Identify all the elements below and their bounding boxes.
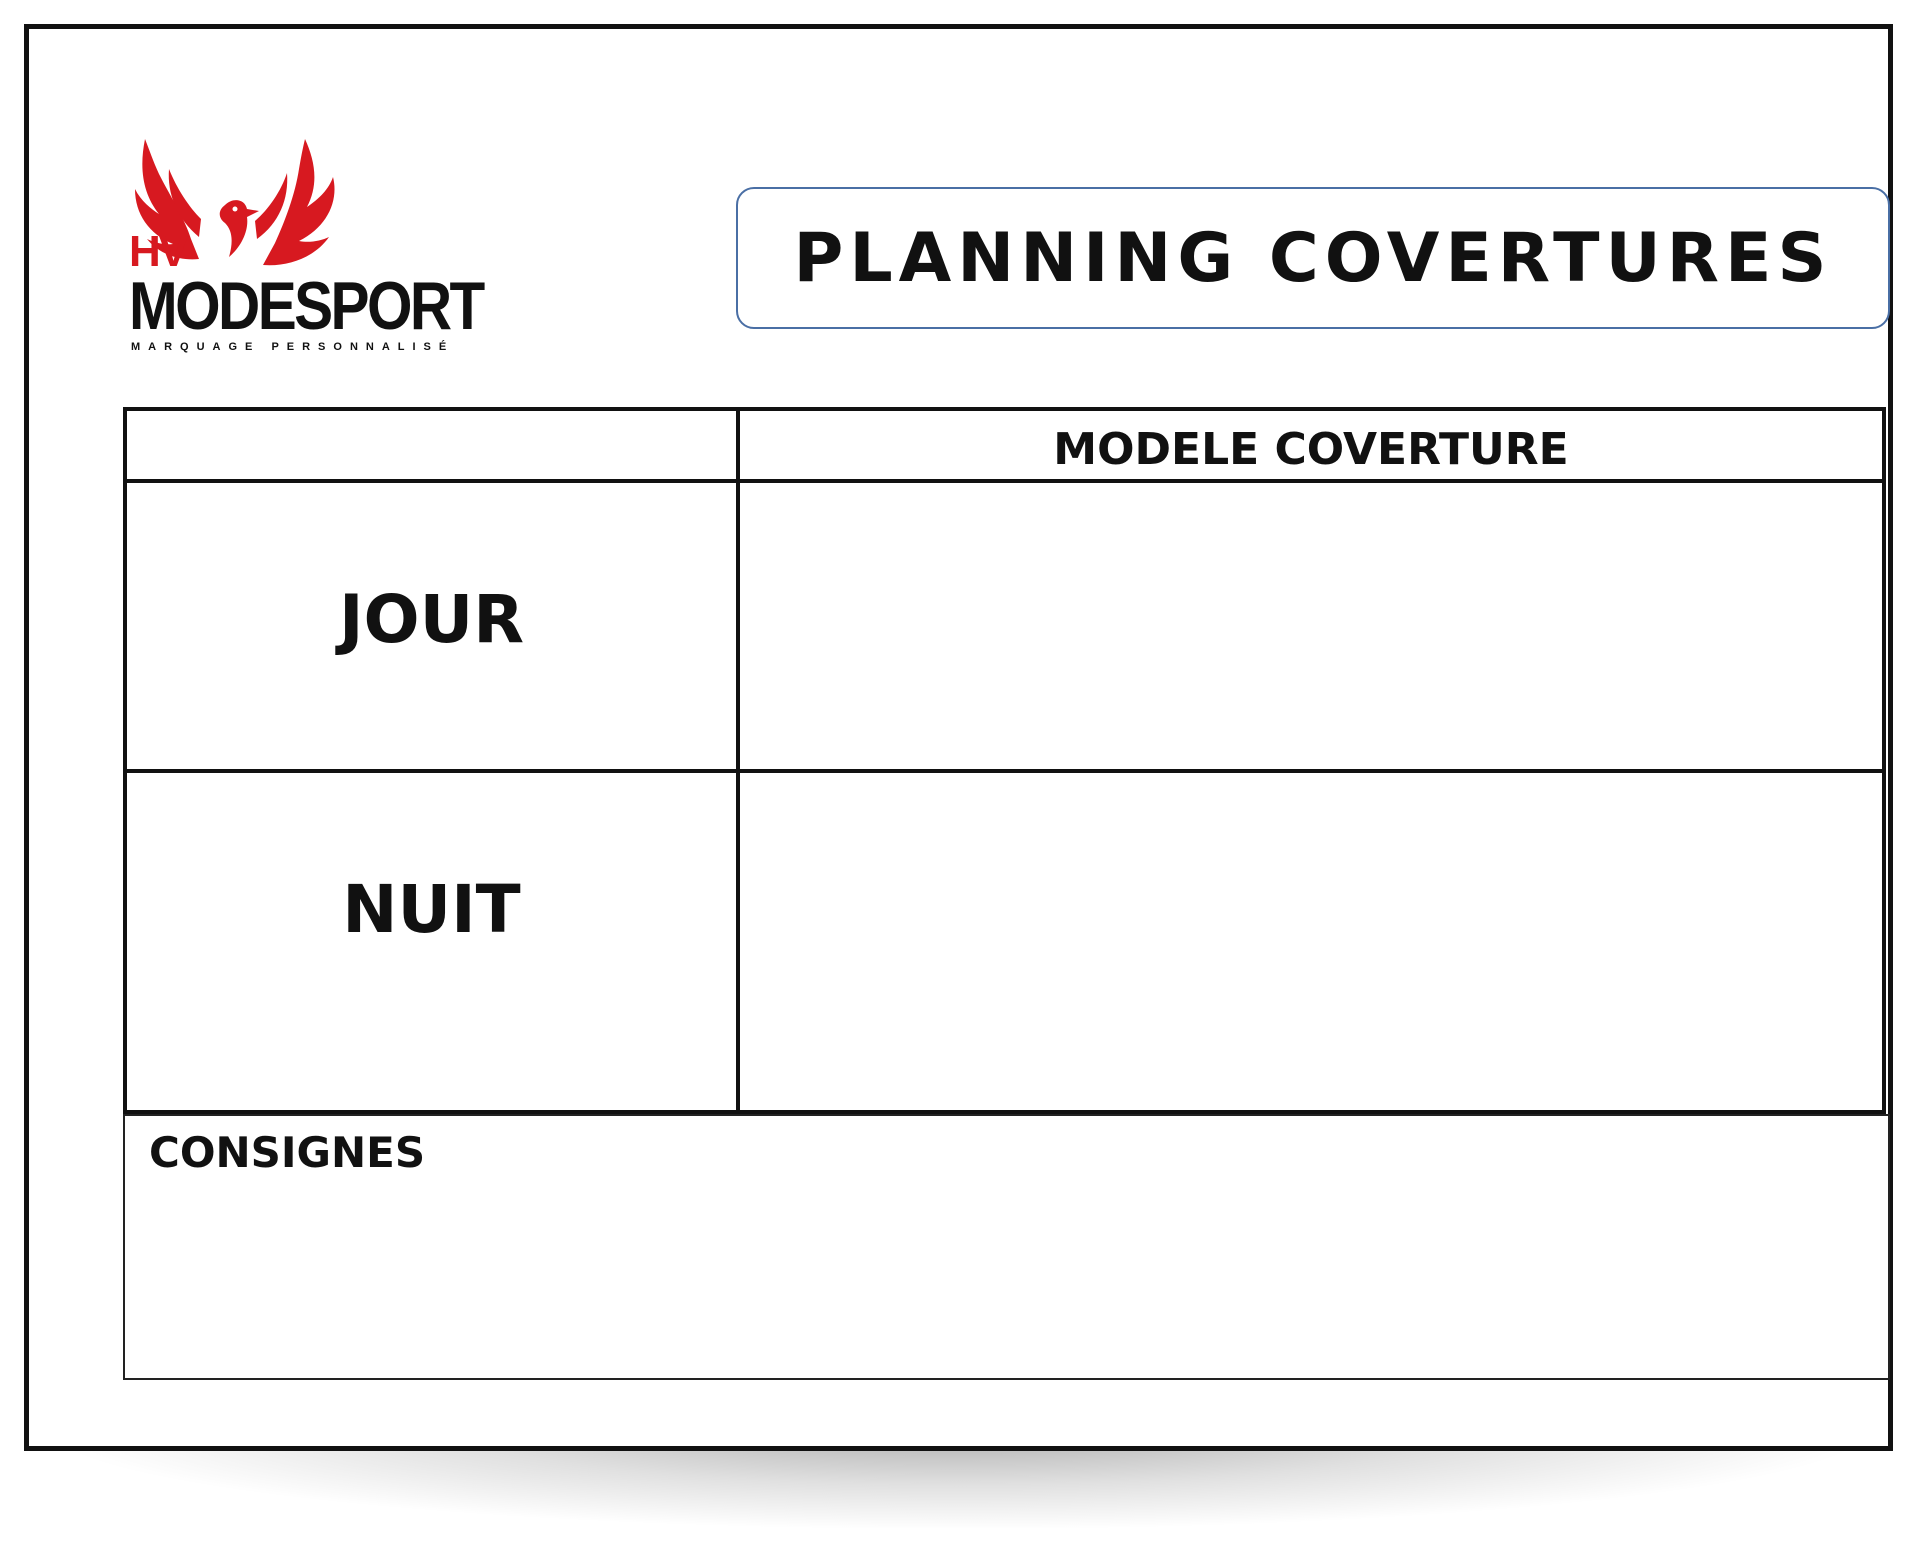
phoenix-icon bbox=[135, 139, 335, 266]
planning-board: HV MODESPORT MARQUAGE PERSONNALISÉ PLANN… bbox=[24, 24, 1893, 1451]
brand-logo: HV MODESPORT MARQUAGE PERSONNALISÉ bbox=[129, 139, 485, 359]
row-label-jour: JOUR bbox=[338, 581, 525, 658]
logo-initials: HV bbox=[129, 227, 188, 276]
consignes-box: CONSIGNES bbox=[123, 1114, 1890, 1380]
consignes-text[interactable] bbox=[149, 1186, 1864, 1362]
column-divider bbox=[736, 411, 740, 1110]
consignes-label: CONSIGNES bbox=[149, 1128, 426, 1177]
column-header-modele: MODELE COVERTURE bbox=[1053, 424, 1569, 475]
row-value-jour[interactable] bbox=[740, 483, 1882, 769]
row-value-nuit[interactable] bbox=[740, 773, 1882, 1110]
planning-table: MODELE COVERTURE JOUR NUIT bbox=[123, 407, 1886, 1114]
page-title: PLANNING COVERTURES bbox=[793, 218, 1833, 298]
logo-tagline: MARQUAGE PERSONNALISÉ bbox=[131, 341, 455, 353]
row-label-nuit: NUIT bbox=[342, 871, 521, 948]
logo-brand: MODESPORT bbox=[129, 268, 485, 344]
table-header-cell: MODELE COVERTURE bbox=[740, 411, 1882, 483]
logo-text: HV MODESPORT MARQUAGE PERSONNALISÉ bbox=[129, 227, 485, 353]
row-divider bbox=[127, 769, 1882, 773]
title-box: PLANNING COVERTURES bbox=[736, 187, 1890, 329]
header-divider bbox=[127, 479, 1882, 483]
